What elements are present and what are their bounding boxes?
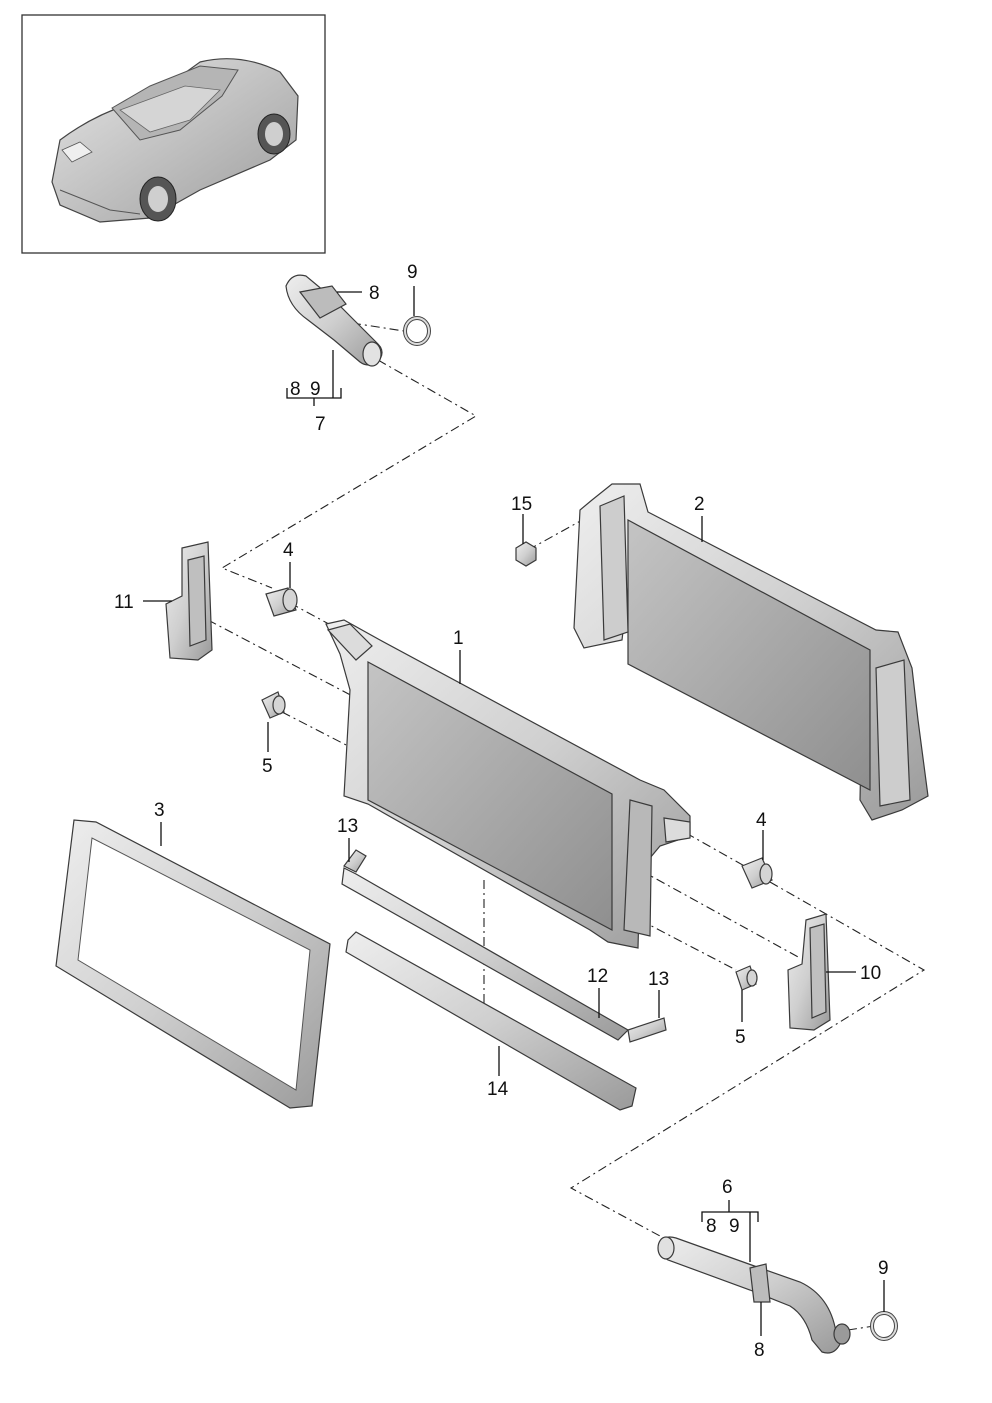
callout-2: 2	[694, 494, 705, 515]
part-7-upper-coolant-hose	[285, 274, 383, 367]
part-3-radiator-seal-frame	[55, 819, 331, 1109]
part-5-rubber-mount-lower	[735, 965, 758, 991]
callout-5-upper: 5	[262, 756, 273, 777]
callout-9-upper: 9	[407, 262, 418, 283]
part-13-seal-upper	[343, 849, 367, 873]
part-1-radiator	[325, 619, 691, 949]
part-11-left-air-guide	[165, 541, 213, 661]
callout-8-upper: 8	[369, 283, 380, 304]
callout-9-lower: 9	[878, 1258, 889, 1279]
callout-1: 1	[453, 628, 464, 649]
part-15-nut	[515, 541, 537, 567]
callout-14: 14	[487, 1079, 509, 1100]
callout-6: 6	[722, 1177, 733, 1198]
callout-7-sub-9: 9	[310, 379, 321, 400]
callout-4-lower: 4	[756, 810, 767, 831]
part-4-rubber-mount-upper	[265, 587, 298, 617]
vehicle-thumbnail	[21, 14, 326, 254]
callout-8-lower: 8	[754, 1340, 765, 1361]
callout-13-upper: 13	[337, 816, 358, 837]
part-9-o-ring-upper	[403, 316, 431, 346]
part-12-seal-strip	[341, 867, 629, 1041]
leader-lines	[143, 286, 885, 1336]
part-2-radiator-frame	[573, 483, 929, 821]
callout-6-sub-9: 9	[729, 1216, 740, 1237]
porsche-roadster-icon	[51, 58, 299, 223]
part-5-rubber-mount-upper	[261, 691, 286, 719]
callout-7: 7	[315, 414, 326, 435]
callout-12: 12	[587, 966, 608, 987]
callout-11: 11	[114, 592, 134, 613]
part-10-right-air-guide	[787, 913, 831, 1031]
part-4-rubber-mount-lower	[741, 857, 773, 889]
part-14-lower-air-guide	[345, 931, 637, 1111]
callout-10: 10	[860, 963, 881, 984]
callout-5-lower: 5	[735, 1027, 746, 1048]
callout-7-sub-8: 8	[290, 379, 301, 400]
part-13-seal-lower	[627, 1017, 667, 1043]
part-6-lower-coolant-hose	[657, 1236, 851, 1354]
callout-3: 3	[154, 800, 165, 821]
callout-4-upper: 4	[283, 540, 294, 561]
callout-labels: 8 9 8 9 7 4 11 15 2 1 5 3 13 4 10 12 13 …	[114, 262, 889, 1361]
callout-6-sub-8: 8	[706, 1216, 717, 1237]
callout-13-lower: 13	[648, 969, 669, 990]
part-9-o-ring-lower	[870, 1311, 898, 1341]
callout-15: 15	[511, 494, 532, 515]
